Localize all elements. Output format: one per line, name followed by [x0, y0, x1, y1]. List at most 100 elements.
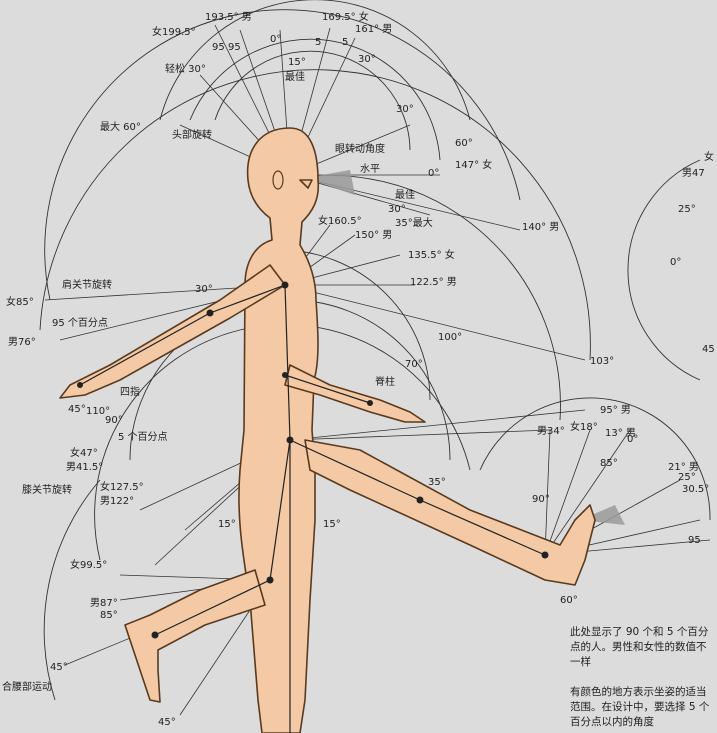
label-eye-zero: 0° — [428, 168, 439, 179]
label-head-female: 女199.5° — [152, 25, 196, 38]
label-head-30a: 30° — [358, 54, 376, 65]
label-head-right2: 161° 男 — [355, 23, 392, 35]
label-f47: 女47° — [70, 446, 98, 459]
label-hip-45a: 45° — [50, 662, 68, 673]
label-head-left: 193.5° 男 — [205, 11, 252, 23]
label-m76: 男76° — [8, 336, 36, 348]
label-m34: 男34° — [537, 425, 565, 437]
head-labels: 193.5° 男 169.5° 女 161° 男 女199.5° 0° 15° … — [100, 10, 559, 233]
shoulder-labels: 女160.5° 150° 男 135.5° 女 122.5° 男 肩关节旋转 9… — [6, 214, 614, 473]
head-arc-outer — [159, 0, 471, 121]
head-arc-inner — [214, 50, 411, 151]
label-hip-15b: 15° — [323, 519, 341, 530]
ankle-labels: 95° 男 男34° 女18° 13° 男 0° 85° 90° 21° 男 2… — [532, 404, 709, 606]
label-m13: 13° 男 — [605, 427, 636, 439]
label-f85: 女85° — [6, 295, 34, 308]
label-ankle-zero: 0° — [627, 434, 638, 445]
label-f1605: 女160.5° — [318, 214, 362, 227]
label-arm-110: 110° — [86, 406, 110, 417]
label-hip-45b: 45° — [158, 717, 176, 728]
label-spine: 脊柱 — [375, 375, 395, 388]
label-head-max60: 最大 60° — [100, 120, 141, 133]
label-head-zero: 0° — [270, 34, 281, 45]
label-hip-85: 85° — [100, 610, 118, 621]
label-shoulder-rot: 肩关节旋转 — [62, 278, 112, 291]
label-pct5: 5 个百分点 — [118, 431, 168, 443]
right-edge-labels: 女 男47 25° 0° 45 — [670, 150, 715, 355]
label-head-15: 15° — [288, 57, 306, 68]
figure-joints — [77, 281, 549, 639]
label-f1355: 135.5° 女 — [408, 248, 455, 261]
label-f147: 147° 女 — [455, 158, 492, 171]
label-f21: 21° 男 — [668, 461, 699, 473]
note-shaded-range: 有颜色的地方表示坐姿的适当范围。在设计中，要选择 5 个百分点以内的角度 — [570, 686, 710, 728]
label-eye-best: 最佳 — [395, 188, 415, 201]
shoulder-arc-inner — [279, 249, 431, 401]
label-arm-45: 45° — [68, 404, 86, 415]
label-head-95b: 95 — [228, 42, 241, 53]
ankle-arc — [479, 397, 711, 521]
label-ankle-60: 60° — [560, 595, 578, 606]
label-knee-rot: 膝关节旋转 — [22, 483, 72, 496]
label-head-95a: 95 — [212, 42, 225, 53]
label-m95: 95° 男 — [600, 404, 631, 416]
label-m122: 男122° — [100, 495, 134, 507]
label-ankle-90: 90° — [532, 494, 550, 505]
label-hip-15a: 15° — [218, 519, 236, 530]
figure-bent-leg — [124, 569, 266, 703]
label-pct95: 95 个百分点 — [52, 317, 108, 329]
shoulder-arc-wide — [39, 69, 591, 361]
label-level: 水平 — [360, 163, 380, 175]
figure-front-arm — [284, 364, 426, 423]
figure-nose — [299, 179, 313, 189]
figure-extended-leg — [304, 439, 596, 586]
knee-arc — [43, 479, 101, 701]
shoulder-arc-outer — [44, 9, 521, 301]
label-f18: 女18° — [570, 420, 598, 433]
label-edge-45: 45 — [702, 344, 715, 355]
label-hip-motion: 合腰部运动 — [2, 680, 52, 693]
head-arc-mid — [189, 38, 441, 161]
label-ankle-25: 25° — [678, 472, 696, 483]
figure-skeleton — [79, 284, 546, 733]
label-head-rot: 头部旋转 — [172, 128, 212, 141]
label-m1225: 122.5° 男 — [410, 276, 457, 288]
label-m415: 男41.5° — [66, 461, 103, 473]
hip-arc-outer — [94, 324, 471, 561]
label-ankle-305: 30.5° — [682, 484, 709, 495]
figure-body — [238, 127, 320, 733]
label-ankle-95: 95 — [688, 535, 701, 546]
label-edge-f: 女 — [704, 150, 714, 163]
label-70: 70° — [405, 359, 423, 370]
label-edge-25: 25° — [678, 204, 696, 215]
label-eye-max35: 35°最大 — [395, 216, 433, 229]
label-hip-35: 35° — [428, 477, 446, 488]
label-100: 100° — [438, 332, 462, 343]
label-m140: 140° 男 — [522, 221, 559, 233]
label-edge-0: 0° — [670, 257, 681, 268]
label-f995: 女99.5° — [70, 558, 107, 571]
label-eye-30: 30° — [396, 104, 414, 115]
label-m103: 103° — [590, 356, 614, 367]
label-edge-m47: 男47 — [682, 167, 705, 179]
label-ankle-85: 85° — [600, 458, 618, 469]
label-head-relax: 轻松 30° — [165, 62, 206, 75]
label-eye-60: 60° — [455, 138, 473, 149]
range-arcs — [39, 0, 711, 701]
note-percentiles: 此处显示了 90 个和 5 个百分点的人。男性和女性的数值不一样 — [570, 626, 709, 668]
label-head-right: 169.5° 女 — [322, 10, 369, 23]
label-head-best: 最佳 — [285, 70, 305, 83]
label-shoulder-30: 30° — [195, 284, 213, 295]
label-head-5a: 5 — [315, 37, 321, 48]
hip-labels: 膝关节旋转 女127.5° 男122° 15° 15° 35° 女99.5° 男… — [2, 477, 446, 728]
label-m150: 150° 男 — [355, 229, 392, 241]
label-head-5b: 5 — [342, 37, 348, 48]
label-eye-rot: 眼转动角度 — [335, 142, 385, 155]
figure-ear — [272, 170, 284, 190]
label-fingers: 四指 — [120, 385, 140, 398]
label-arm-90: 90° — [105, 415, 123, 426]
label-f1275: 女127.5° — [100, 480, 144, 493]
label-eye-30c: 30° — [388, 204, 406, 215]
